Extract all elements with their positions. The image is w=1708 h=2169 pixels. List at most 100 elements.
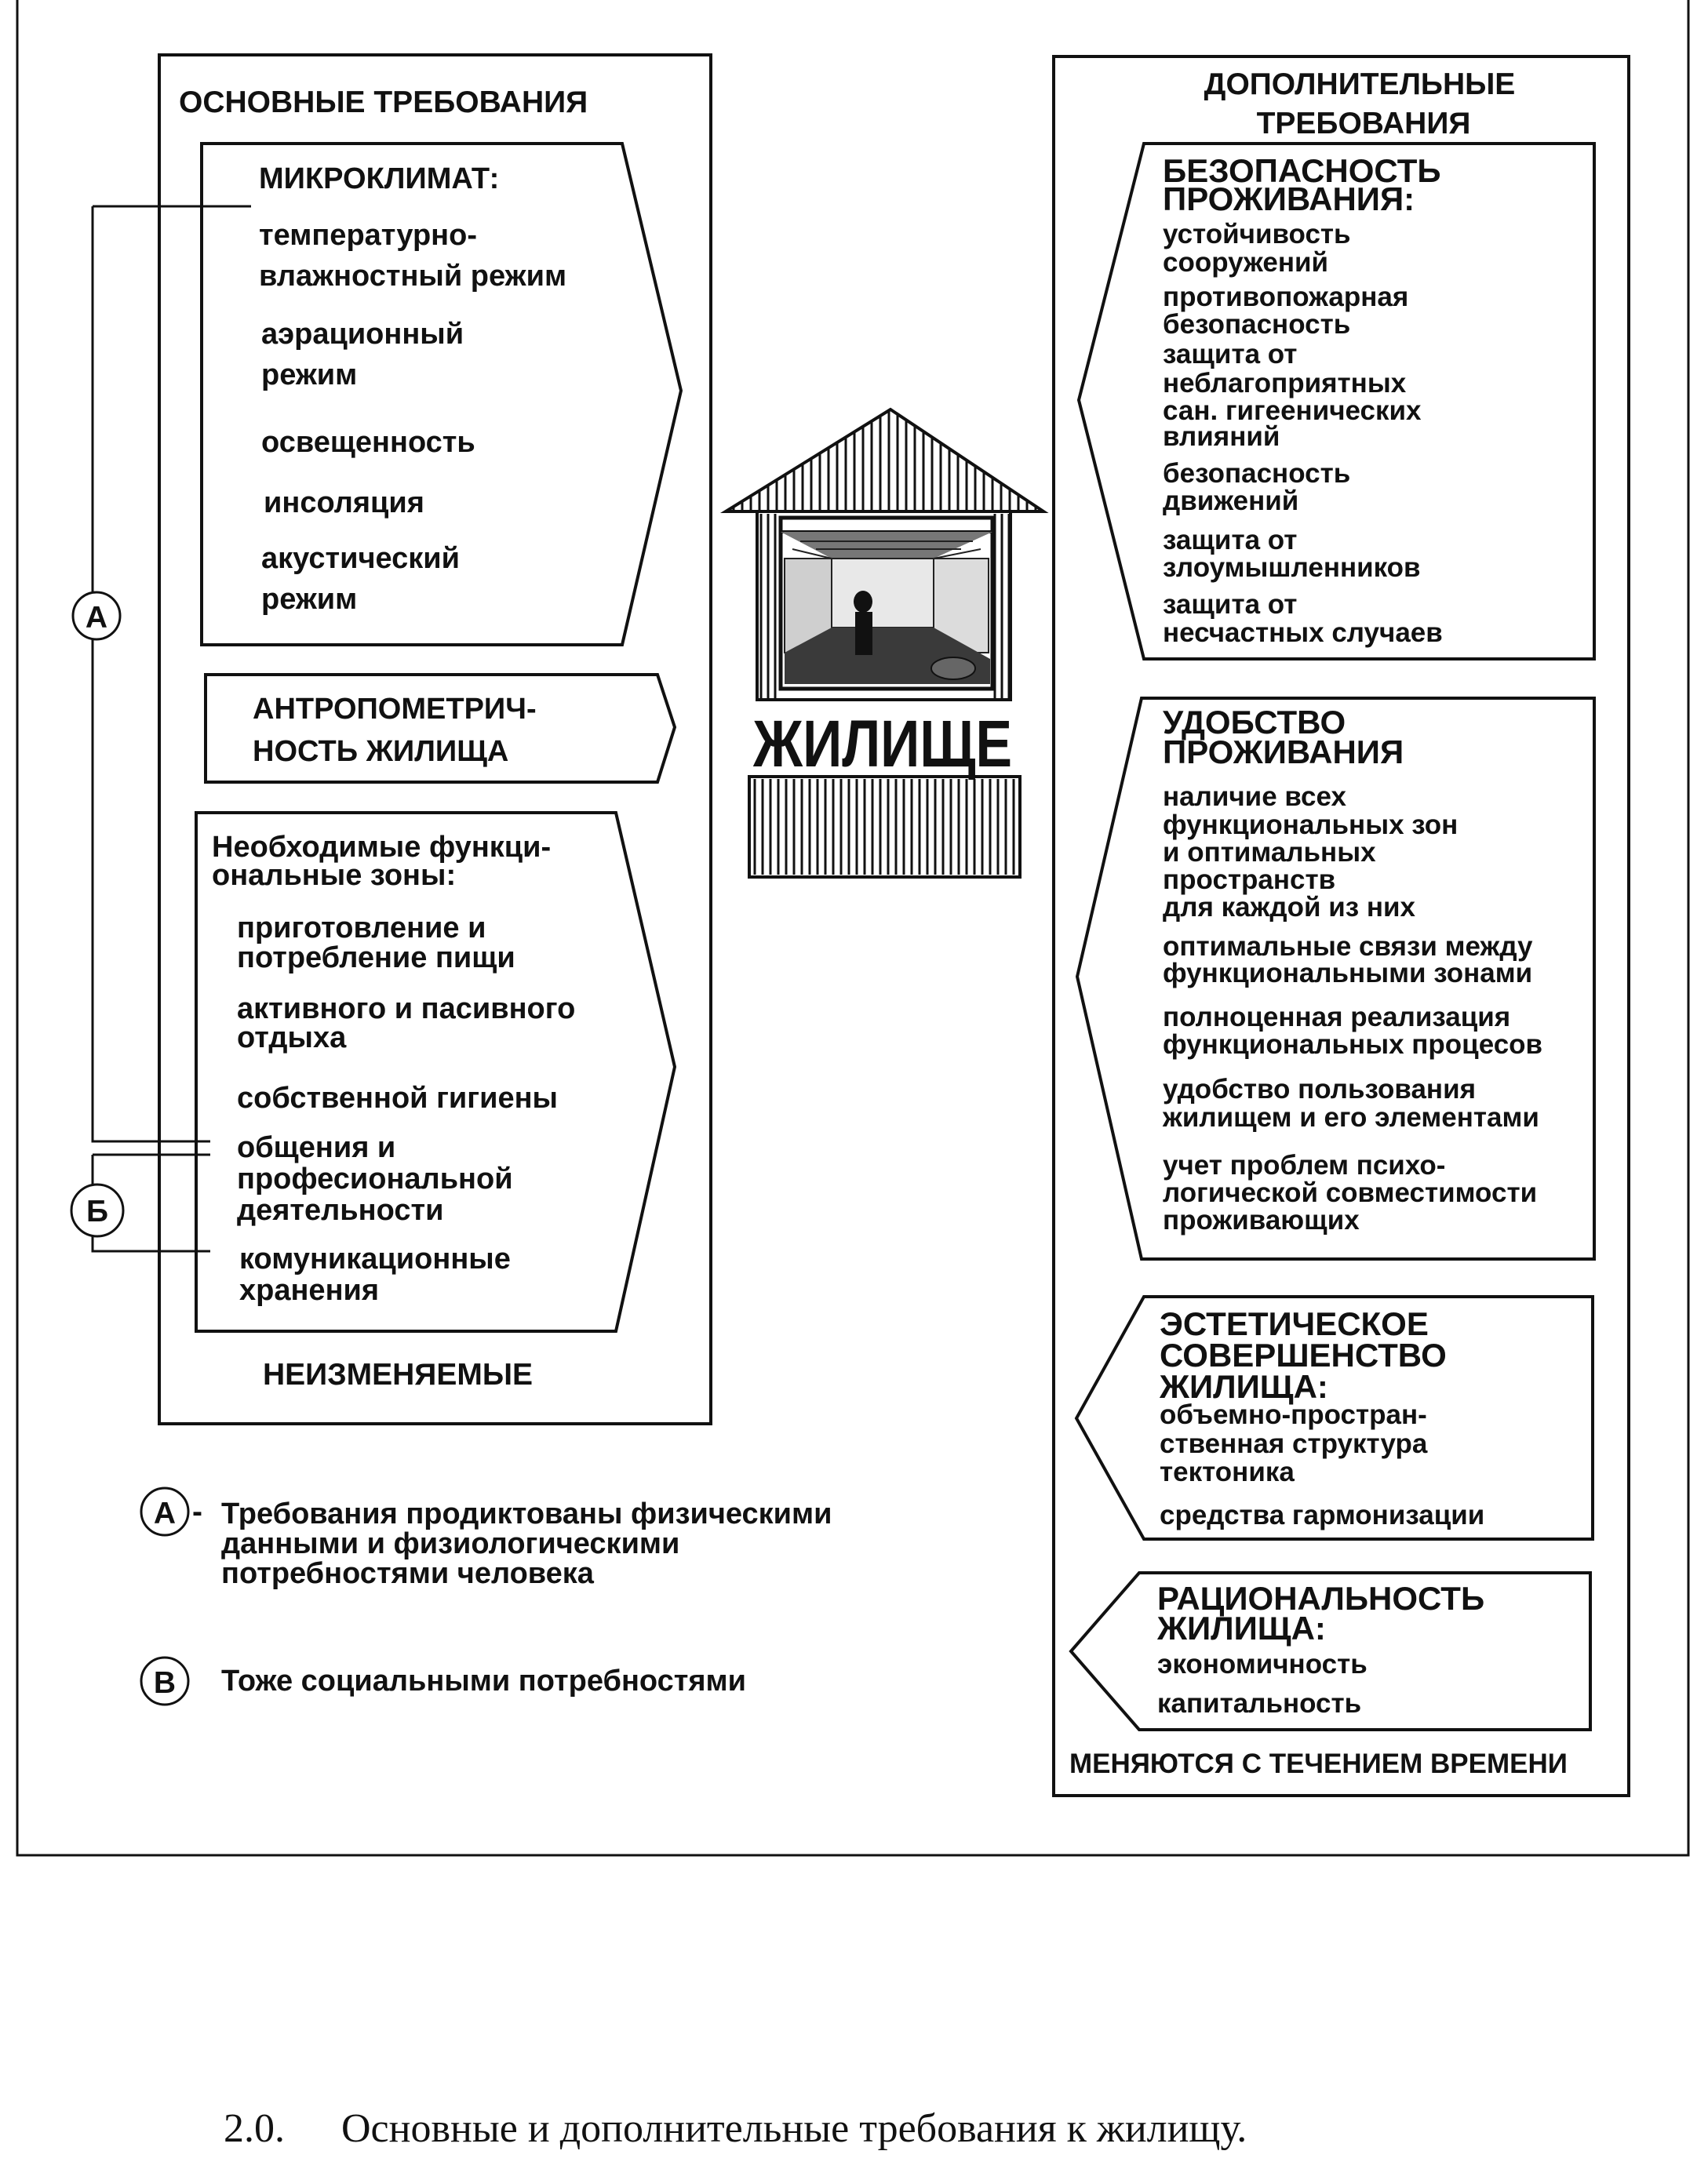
safety-item: сооружений xyxy=(1163,247,1328,278)
center-title: ЖИЛИЩЕ xyxy=(752,707,1012,781)
comfort-item: полноценная реализация xyxy=(1163,1002,1510,1032)
legend-a-line: данными и физиологическими xyxy=(221,1527,679,1560)
comfort-item: жилищем и его элементами xyxy=(1162,1102,1539,1133)
right-panel xyxy=(1052,55,1630,1797)
microclimate-item: влажностный режим xyxy=(259,260,566,293)
microclimate-item: режим xyxy=(261,583,357,616)
comfort-item: логической совместимости xyxy=(1163,1177,1537,1208)
safety-item: несчастных случаев xyxy=(1163,617,1443,648)
legend-b-text: Тоже социальными потребностями xyxy=(221,1665,746,1698)
rationality-box xyxy=(1069,1571,1592,1731)
microclimate-title: МИКРОКЛИМАТ: xyxy=(259,162,499,195)
marker-b: Б xyxy=(86,1195,108,1228)
rationality-title: РАЦИОНАЛЬНОСТЬ xyxy=(1157,1580,1484,1617)
comfort-item: проживающих xyxy=(1163,1205,1360,1236)
right-panel-title: ТРЕБОВАНИЯ xyxy=(1257,107,1471,140)
safety-item: влияний xyxy=(1163,421,1280,452)
comfort-item: функциональных зон xyxy=(1163,810,1458,840)
safety-item: движений xyxy=(1163,486,1298,516)
functional-zones-box xyxy=(195,811,677,1333)
aesthetic-title: ЖИЛИЩА: xyxy=(1159,1368,1328,1405)
aesthetic-title: ЭСТЕТИЧЕСКОЕ xyxy=(1160,1305,1429,1342)
safety-item: злоумышленников xyxy=(1163,552,1421,583)
comfort-item: функциональными зонами xyxy=(1163,958,1532,988)
right-panel-footer: МЕНЯЮТСЯ С ТЕЧЕНИЕМ ВРЕМЕНИ xyxy=(1069,1749,1568,1779)
microclimate-item: акустический xyxy=(261,542,460,575)
functional-zone-item: приготовление и xyxy=(237,912,486,944)
anthropometric-line: НОСТЬ ЖИЛИЩА xyxy=(253,735,508,768)
comfort-item: и оптимальных xyxy=(1163,837,1376,868)
comfort-title: ПРОЖИВАНИЯ xyxy=(1163,733,1404,770)
rationality-item: экономичность xyxy=(1157,1649,1367,1680)
aesthetic-box xyxy=(1074,1295,1594,1541)
microclimate-item: температурно- xyxy=(259,219,477,252)
right-panel-title: ДОПОЛНИТЕЛЬНЫЕ xyxy=(1204,67,1516,101)
functional-zones-title: Необходимые функци- xyxy=(212,831,551,864)
microclimate-item: освещенность xyxy=(261,426,475,459)
figure-caption: Основные и дополнительные требования к ж… xyxy=(341,2106,1247,2151)
microclimate-item: режим xyxy=(261,358,357,391)
safety-item: защита от xyxy=(1163,525,1297,555)
safety-item: безопасность xyxy=(1163,458,1350,489)
legend-a-dash: - xyxy=(192,1495,202,1529)
functional-zones-title: ональные зоны: xyxy=(212,859,456,892)
comfort-item: наличие всех xyxy=(1163,781,1346,812)
safety-item: противопожарная xyxy=(1163,282,1408,312)
anthropometric-line: АНТРОПОМЕТРИЧ- xyxy=(253,693,537,726)
aesthetic-item: тектоника xyxy=(1160,1457,1295,1487)
safety-item: сан. гигеенических xyxy=(1163,395,1422,426)
aesthetic-item: объемно-простран- xyxy=(1160,1399,1427,1430)
left-panel-footer: НЕИЗМЕНЯЕМЫЕ xyxy=(263,1358,533,1392)
comfort-item: пространств xyxy=(1163,864,1335,895)
figure-number: 2.0. xyxy=(224,2106,285,2151)
marker-b-circle xyxy=(70,1183,125,1238)
rationality-item: капитальность xyxy=(1157,1688,1361,1719)
comfort-item: функциональных процесов xyxy=(1163,1029,1542,1060)
safety-item: безопасность xyxy=(1163,309,1350,340)
aesthetic-item: ственная структура xyxy=(1160,1428,1428,1459)
marker-a: А xyxy=(86,601,107,635)
aesthetic-item: средства гармонизации xyxy=(1160,1500,1484,1530)
comfort-item: удобство пользования xyxy=(1163,1074,1476,1105)
legend-b-circle xyxy=(140,1656,190,1706)
aesthetic-title: СОВЕРШЕНСТВО xyxy=(1160,1337,1447,1374)
safety-item: устойчивость xyxy=(1163,219,1351,249)
safety-box xyxy=(1076,142,1596,661)
functional-zone-item: активного и пасивного xyxy=(237,992,575,1025)
comfort-item: оптимальные связи между xyxy=(1163,931,1533,962)
outer-frame xyxy=(16,0,1690,1857)
functional-zone-item: хранения xyxy=(239,1274,379,1307)
legend-a-mark: А xyxy=(154,1497,176,1530)
legend-a-line: Требования продиктованы физическими xyxy=(221,1498,832,1530)
anthropometric-box xyxy=(204,673,677,784)
rationality-title: ЖИЛИЩА: xyxy=(1156,1610,1326,1647)
safety-item: защита от xyxy=(1163,339,1297,369)
left-panel xyxy=(158,53,712,1425)
left-panel-title: ОСНОВНЫЕ ТРЕБОВАНИЯ xyxy=(179,86,588,119)
functional-zone-item: отдыха xyxy=(237,1021,347,1054)
safety-title: ПРОЖИВАНИЯ: xyxy=(1163,180,1415,217)
functional-zone-item: деятельности xyxy=(237,1194,443,1227)
comfort-item: учет проблем психо- xyxy=(1163,1150,1445,1181)
microclimate-item: инсоляция xyxy=(264,486,424,519)
marker-a-circle xyxy=(71,591,122,641)
safety-item: неблагоприятных xyxy=(1163,368,1407,398)
comfort-box xyxy=(1075,697,1596,1261)
safety-title: БЕЗОПАСНОСТЬ xyxy=(1163,152,1441,189)
comfort-item: для каждой из них xyxy=(1163,892,1416,923)
house-illustration xyxy=(719,407,1049,879)
microclimate-item: аэрационный xyxy=(261,318,464,351)
legend-a-circle xyxy=(140,1487,190,1537)
comfort-title: УДОБСТВО xyxy=(1163,704,1346,741)
functional-zone-item: потребление пищи xyxy=(237,941,515,974)
functional-zone-item: собственной гигиены xyxy=(237,1082,558,1115)
legend-a-line: потребностями человека xyxy=(221,1557,595,1590)
safety-item: защита от xyxy=(1163,589,1297,620)
functional-zone-item: професиональной xyxy=(237,1163,513,1195)
functional-zone-item: общения и xyxy=(237,1131,395,1164)
bracket-lines xyxy=(91,205,251,1253)
functional-zone-item: комуникационные xyxy=(239,1243,511,1276)
legend-b-mark: В xyxy=(154,1666,176,1700)
microclimate-box xyxy=(200,142,683,646)
